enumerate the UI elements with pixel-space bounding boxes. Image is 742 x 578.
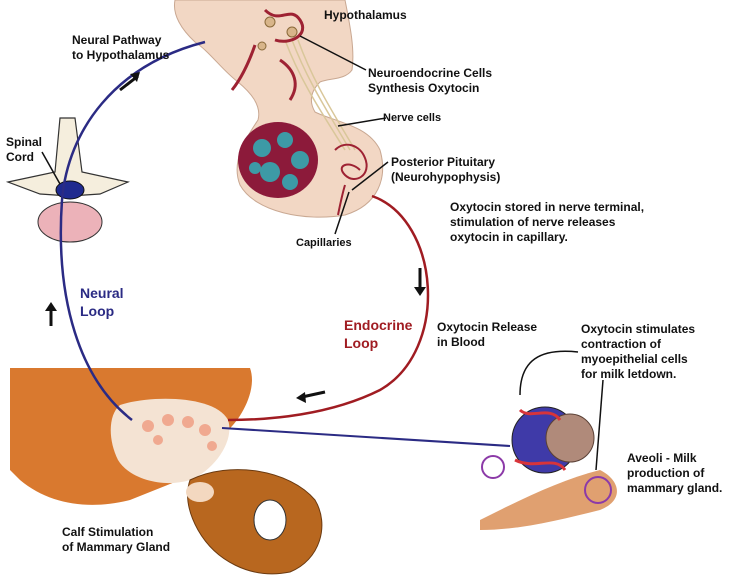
label-stored-1: Oxytocin stored in nerve terminal, [450, 200, 645, 214]
label-alveoli-2: production of [627, 466, 705, 480]
label-release-1: Oxytocin Release [437, 320, 538, 334]
posterior-pituitary-vessels [334, 143, 368, 216]
label-stored-2: stimulation of nerve releases [450, 215, 616, 229]
label-release-2: in Blood [437, 335, 485, 349]
label-endocrine-loop-2: Loop [344, 335, 379, 351]
label-capillaries: Capillaries [296, 237, 352, 249]
label-hypothalamus: Hypothalamus [324, 8, 407, 22]
label-neuroendocrine-1: Neuroendocrine Cells [368, 66, 493, 80]
label-neural-pathway-1: Neural Pathway [72, 33, 162, 47]
label-neuroendocrine-2: Synthesis Oxytocin [368, 81, 480, 95]
milk-ducts [142, 414, 217, 451]
label-stimulates-3: myoepithelial cells [581, 352, 688, 366]
label-posterior-2: (Neurohypophysis) [391, 170, 501, 184]
label-calf-2: of Mammary Gland [62, 540, 171, 554]
label-neural-pathway-2: to Hypothalamus [72, 48, 170, 62]
udder [110, 398, 230, 484]
hypothalamic-vessels [230, 8, 304, 101]
endocrine-loop-path [227, 194, 430, 422]
leader-lines [41, 35, 604, 471]
label-calf-1: Calf Stimulation [62, 525, 154, 539]
direction-arrows [45, 72, 426, 403]
label-alveoli-3: mammary gland. [627, 481, 723, 495]
neuroendocrine-cell-bodies [257, 16, 298, 51]
label-spinal-1: Spinal [6, 135, 43, 149]
pituitary-cells [249, 132, 309, 190]
nerve-fibers [284, 39, 356, 151]
label-neural-loop-1: Neural [80, 285, 124, 301]
label-posterior-1: Posterior Pituitary [391, 155, 496, 169]
spinal-vertebra [5, 117, 130, 243]
label-alveoli-1: Aveoli - Milk [627, 451, 697, 465]
label-neural-loop-2: Loop [80, 303, 115, 319]
label-stimulates-4: for milk letdown. [581, 367, 677, 381]
alveoli-cluster [480, 406, 617, 530]
label-nerve-cells: Nerve cells [383, 112, 442, 124]
label-endocrine-loop-1: Endocrine [344, 317, 413, 333]
label-stimulates-2: contraction of [581, 337, 661, 351]
label-stimulates-1: Oxytocin stimulates [581, 322, 696, 336]
udder-to-alveoli-line [221, 427, 511, 447]
brain-tissue [173, 0, 384, 218]
label-stored-3: oxytocin in capillary. [450, 230, 568, 244]
calf-head [186, 469, 323, 575]
label-spinal-2: Cord [6, 150, 34, 164]
